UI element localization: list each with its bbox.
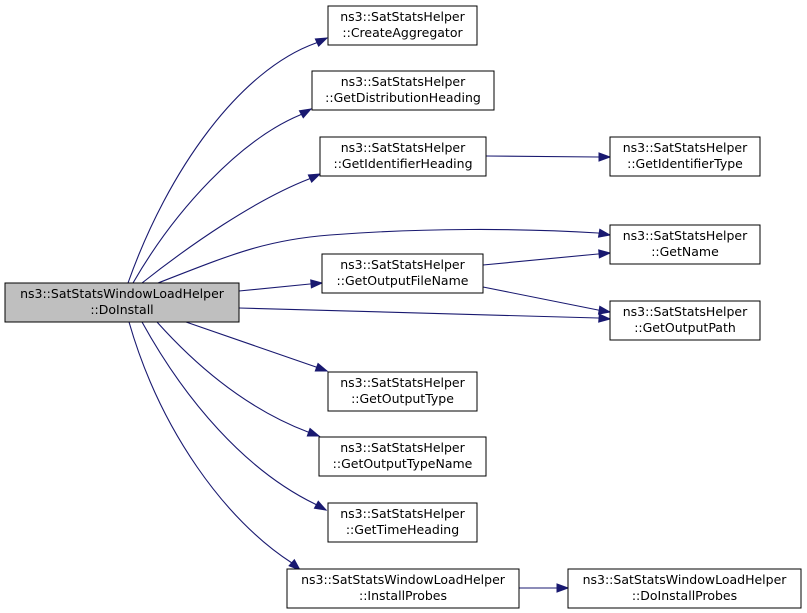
node-method-label: ::GetIdentifierType xyxy=(627,156,743,171)
node-box[interactable] xyxy=(319,136,487,177)
edge-DoInstall-to-GetOutputPath xyxy=(238,307,612,323)
node-method-label: ::InstallProbes xyxy=(359,588,447,603)
node-CreateAggregator[interactable]: ns3::SatStatsHelper::CreateAggregator xyxy=(327,5,478,46)
node-box[interactable] xyxy=(609,224,761,265)
edge-GetIdentifierHeading-to-GetIdentifierType xyxy=(485,152,612,162)
node-namespace-label: ns3::SatStatsHelper xyxy=(341,74,466,89)
arrowhead-icon xyxy=(306,427,321,437)
edge-line xyxy=(132,108,312,284)
edge-line xyxy=(157,228,611,284)
edge-DoInstall-to-GetOutputType xyxy=(185,321,329,372)
arrowhead-icon xyxy=(597,228,612,238)
edge-DoInstall-to-CreateAggregator xyxy=(127,37,329,284)
node-box[interactable] xyxy=(311,70,495,111)
node-method-label: ::DoInstall xyxy=(90,302,153,317)
node-box[interactable] xyxy=(4,282,240,323)
node-namespace-label: ns3::SatStatsWindowLoadHelper xyxy=(301,572,506,587)
arrowhead-icon xyxy=(310,279,324,289)
node-method-label: ::GetOutputFileName xyxy=(337,273,469,288)
arrowhead-icon xyxy=(307,173,322,184)
edge-line xyxy=(141,321,327,511)
node-GetOutputType[interactable]: ns3::SatStatsHelper::GetOutputType xyxy=(327,371,478,412)
node-InstallProbes[interactable]: ns3::SatStatsWindowLoadHelper::InstallPr… xyxy=(286,568,520,609)
nodes-layer: ns3::SatStatsWindowLoadHelper::DoInstall… xyxy=(4,5,802,609)
node-box[interactable] xyxy=(321,253,484,294)
node-namespace-label: ns3::SatStatsHelper xyxy=(623,228,748,243)
edge-line xyxy=(238,282,323,292)
edge-line xyxy=(128,321,301,571)
node-method-label: ::GetIdentifierHeading xyxy=(333,156,472,171)
node-namespace-label: ns3::SatStatsHelper xyxy=(623,140,748,155)
node-method-label: ::GetTimeHeading xyxy=(346,522,459,537)
edge-line xyxy=(185,321,328,372)
edge-line xyxy=(482,252,611,266)
node-box[interactable] xyxy=(327,5,478,46)
edge-DoInstall-to-GetName xyxy=(157,228,612,284)
node-GetIdentifierType[interactable]: ns3::SatStatsHelper::GetIdentifierType xyxy=(609,136,761,177)
edges-layer xyxy=(127,37,612,593)
node-namespace-label: ns3::SatStatsHelper xyxy=(623,304,748,319)
edge-line xyxy=(238,307,611,320)
node-method-label: ::GetOutputType xyxy=(351,391,454,406)
node-box[interactable] xyxy=(327,371,478,412)
node-namespace-label: ns3::SatStatsHelper xyxy=(340,9,465,24)
node-box[interactable] xyxy=(567,568,802,609)
edge-line xyxy=(156,321,320,437)
node-box[interactable] xyxy=(609,300,761,341)
edge-DoInstall-to-GetTimeHeading xyxy=(141,321,328,511)
node-namespace-label: ns3::SatStatsHelper xyxy=(340,506,465,521)
node-method-label: ::CreateAggregator xyxy=(342,25,463,40)
arrowhead-icon xyxy=(597,305,612,315)
node-method-label: ::GetDistributionHeading xyxy=(325,90,481,105)
arrowhead-icon xyxy=(314,37,329,48)
edge-GetOutputFileName-to-GetOutputPath xyxy=(482,286,612,315)
edge-DoInstall-to-GetOutputTypeName xyxy=(156,321,321,437)
arrowhead-icon xyxy=(598,249,612,259)
node-GetDistributionHeading[interactable]: ns3::SatStatsHelper::GetDistributionHead… xyxy=(311,70,495,111)
arrowhead-icon xyxy=(298,108,313,119)
node-GetIdentifierHeading[interactable]: ns3::SatStatsHelper::GetIdentifierHeadin… xyxy=(319,136,487,177)
node-namespace-label: ns3::SatStatsHelper xyxy=(340,375,465,390)
node-namespace-label: ns3::SatStatsHelper xyxy=(340,440,465,455)
edge-line xyxy=(482,286,611,313)
node-DoInstallProbes[interactable]: ns3::SatStatsWindowLoadHelper::DoInstall… xyxy=(567,568,802,609)
edge-line xyxy=(485,155,610,158)
node-method-label: ::GetOutputPath xyxy=(634,320,736,335)
node-GetOutputFileName[interactable]: ns3::SatStatsHelper::GetOutputFileName xyxy=(321,253,484,294)
node-box[interactable] xyxy=(318,436,487,477)
edge-line xyxy=(141,173,321,284)
node-namespace-label: ns3::SatStatsHelper xyxy=(341,140,466,155)
node-namespace-label: ns3::SatStatsWindowLoadHelper xyxy=(20,286,225,301)
arrowhead-icon xyxy=(598,313,612,323)
node-DoInstall[interactable]: ns3::SatStatsWindowLoadHelper::DoInstall xyxy=(4,282,240,323)
node-box[interactable] xyxy=(327,502,478,543)
node-namespace-label: ns3::SatStatsHelper xyxy=(340,257,465,272)
node-method-label: ::GetName xyxy=(651,244,719,259)
node-method-label: ::DoInstallProbes xyxy=(632,588,737,603)
edge-GetOutputFileName-to-GetName xyxy=(482,249,612,266)
edge-line xyxy=(127,37,328,284)
node-box[interactable] xyxy=(609,136,761,177)
node-GetTimeHeading[interactable]: ns3::SatStatsHelper::GetTimeHeading xyxy=(327,502,478,543)
edge-InstallProbes-to-DoInstallProbes xyxy=(519,583,570,593)
edge-DoInstall-to-GetIdentifierHeading xyxy=(141,173,322,284)
edge-DoInstall-to-InstallProbes xyxy=(128,321,302,571)
arrowhead-icon xyxy=(556,583,570,593)
node-GetName[interactable]: ns3::SatStatsHelper::GetName xyxy=(609,224,761,265)
edge-DoInstall-to-GetOutputFileName xyxy=(238,279,324,292)
arrowhead-icon xyxy=(314,362,329,372)
arrowhead-icon xyxy=(313,500,328,511)
node-GetOutputTypeName[interactable]: ns3::SatStatsHelper::GetOutputTypeName xyxy=(318,436,487,477)
node-method-label: ::GetOutputTypeName xyxy=(333,456,473,471)
edge-DoInstall-to-GetDistributionHeading xyxy=(132,108,313,284)
node-namespace-label: ns3::SatStatsWindowLoadHelper xyxy=(583,572,788,587)
arrowhead-icon xyxy=(598,152,612,162)
node-box[interactable] xyxy=(286,568,520,609)
arrowhead-icon xyxy=(288,558,302,571)
node-GetOutputPath[interactable]: ns3::SatStatsHelper::GetOutputPath xyxy=(609,300,761,341)
